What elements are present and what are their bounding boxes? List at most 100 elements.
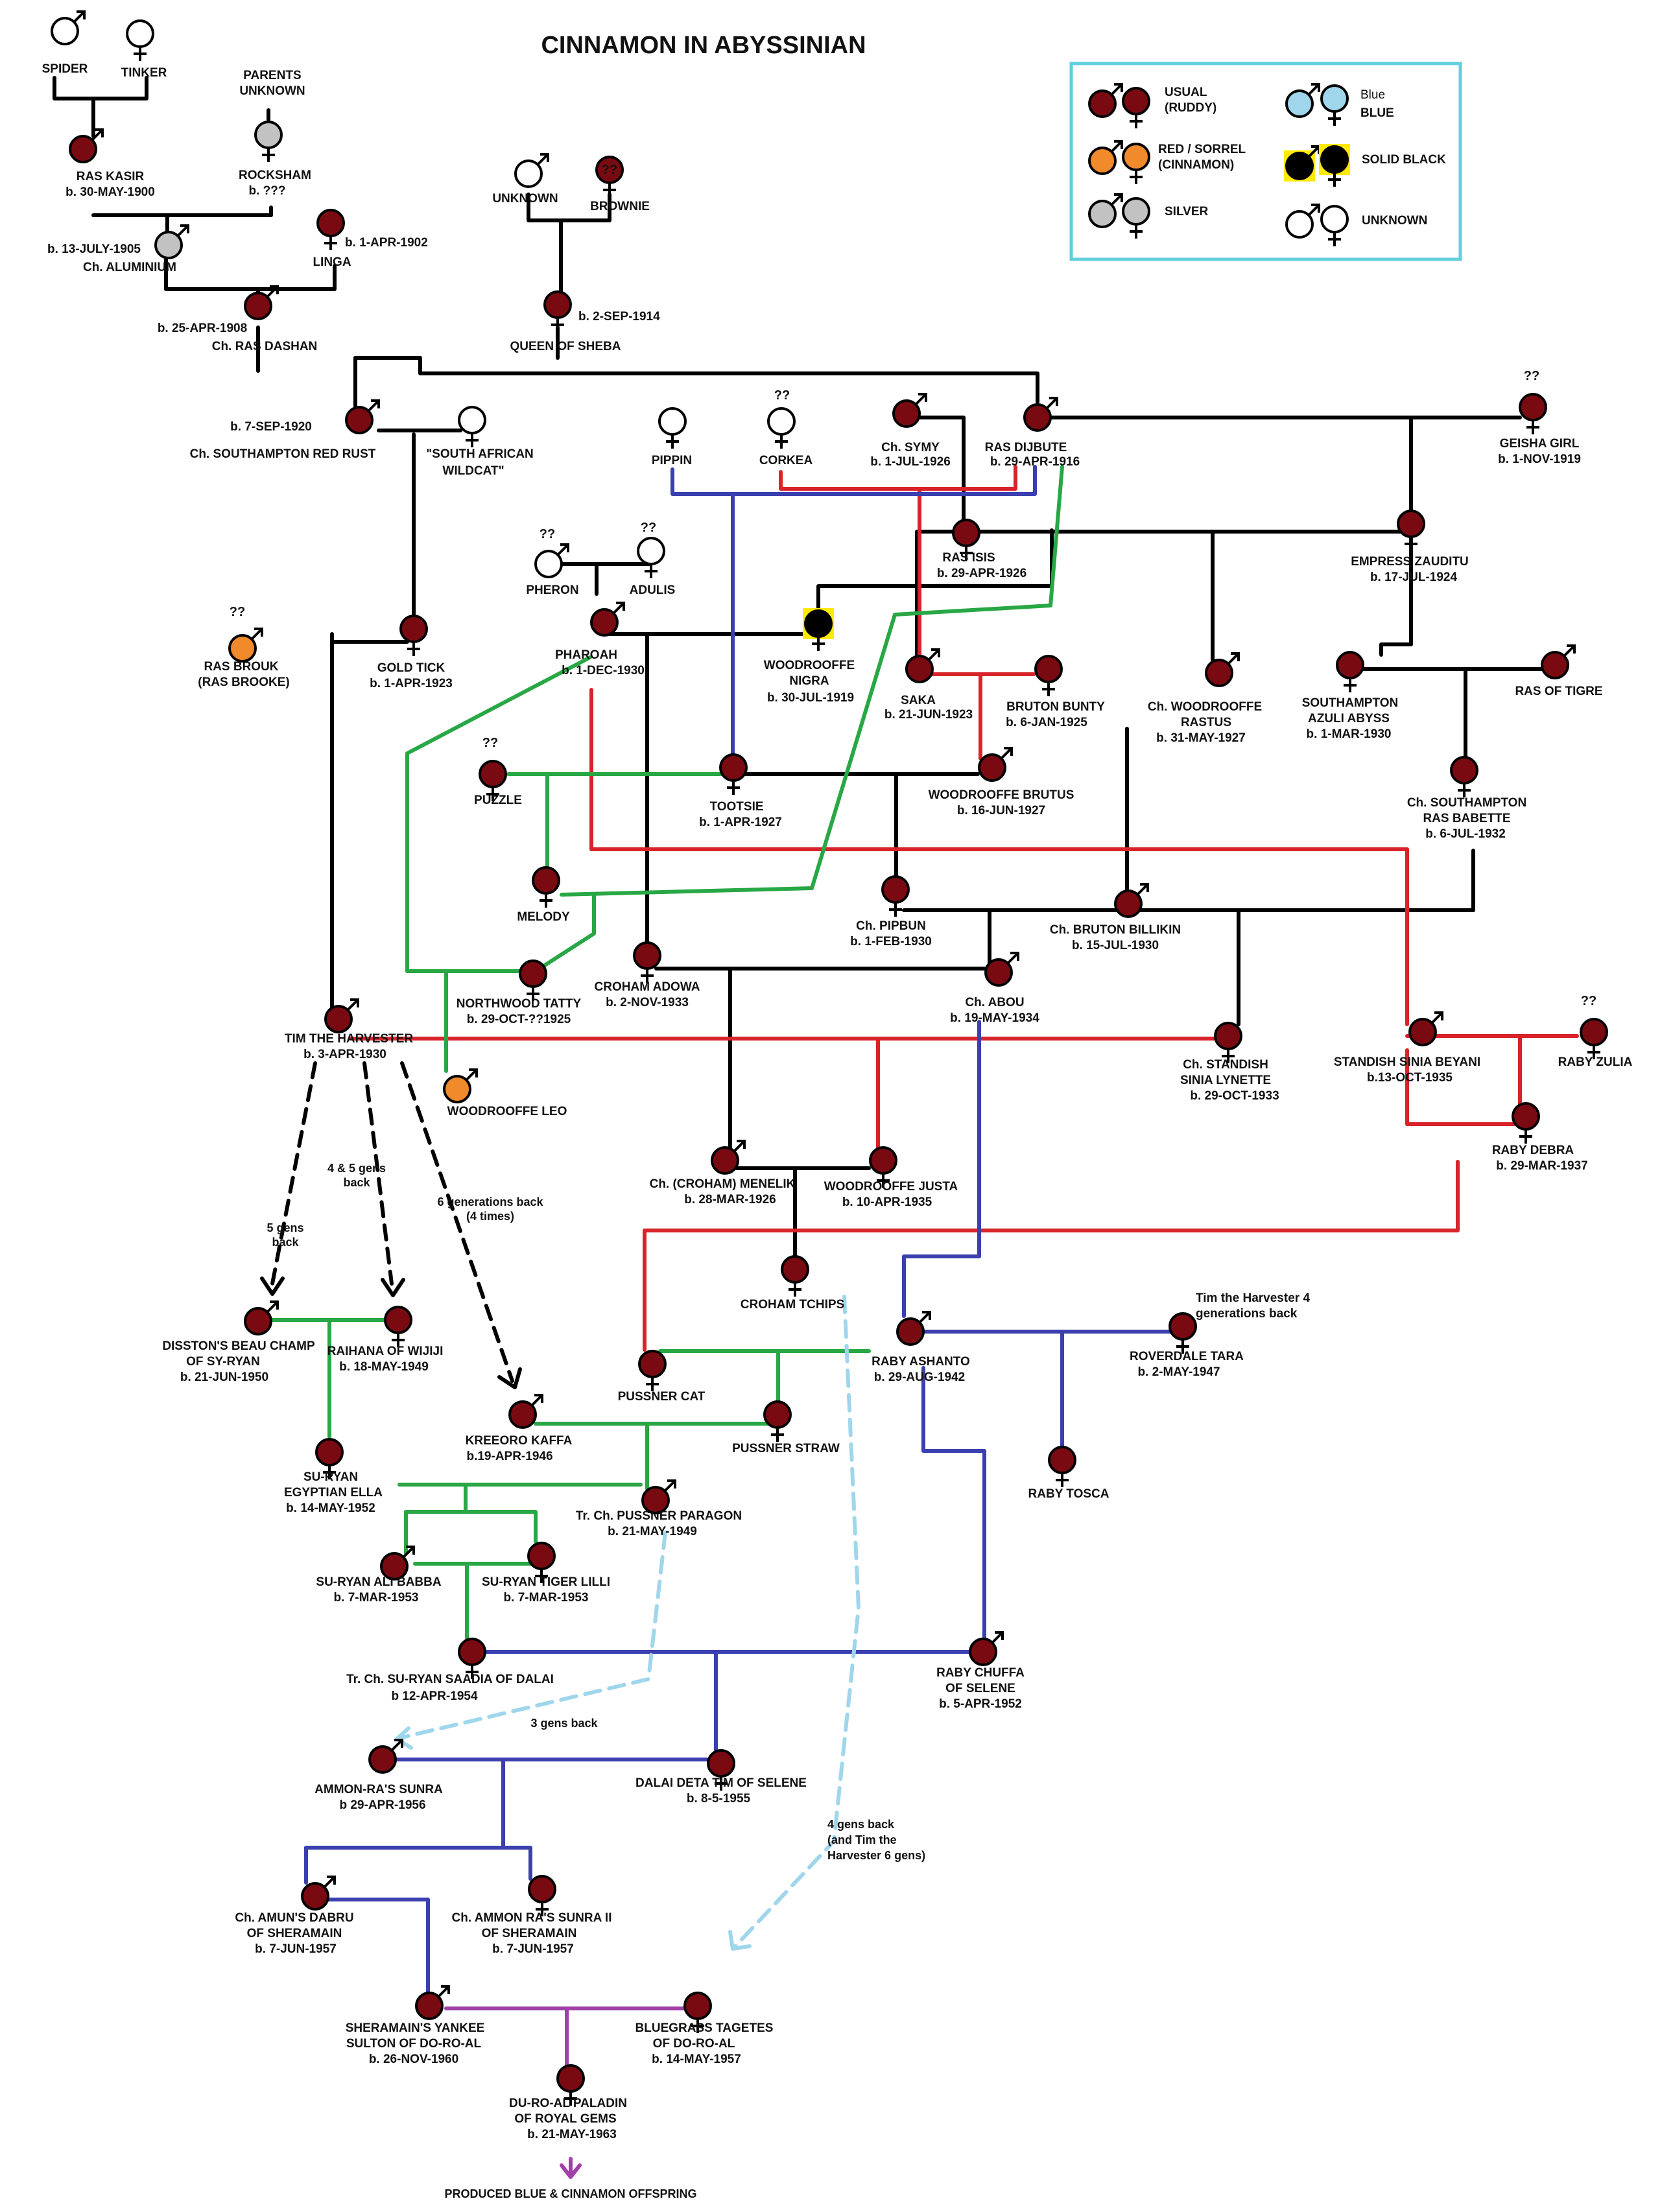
note-produced: PRODUCED BLUE & CINNAMON OFFSPRING — [444, 2187, 696, 2200]
cat-circle — [458, 406, 486, 434]
legend-item-ruddy — [1088, 83, 1150, 128]
cat-label-line: RAS BROUK — [204, 660, 278, 674]
cat-label-line: RAS BABETTE — [1423, 812, 1510, 825]
cat-circle — [978, 753, 1006, 782]
cat-label-line: b. 3-APR-1930 — [303, 1048, 386, 1061]
cat-label-line: BROWNIE — [590, 200, 650, 213]
cat-label-line: RAIHANA OF WIJIJI — [327, 1345, 444, 1358]
cat-circle — [719, 753, 748, 782]
male-arrow — [91, 128, 104, 141]
cat-raby-tosca — [1048, 1446, 1076, 1487]
cat-label-line: TIM THE HARVESTER — [285, 1032, 413, 1046]
male-arrow — [536, 153, 549, 166]
legend-label: SOLID BLACK — [1362, 153, 1446, 167]
legend-label: UNKNOWN — [1362, 214, 1427, 228]
cat-south-african-wildcat — [458, 406, 486, 447]
cat-circle — [984, 958, 1013, 987]
cat-pussner-cat — [638, 1350, 667, 1391]
connector-line — [527, 193, 611, 222]
male-arrow — [1136, 883, 1149, 896]
cat-circle — [508, 1400, 537, 1429]
cat-tim-the-harvester — [324, 998, 359, 1033]
cat-circle — [952, 519, 980, 547]
cat-circle — [301, 1882, 329, 1911]
cat-croham-tchips — [781, 1255, 809, 1297]
cat-label-line: SU-RYAN — [303, 1470, 358, 1484]
male-arrowhead — [534, 1394, 543, 1403]
male-arrowhead — [441, 1985, 450, 1994]
male-arrowhead — [1434, 1011, 1443, 1020]
cat-woodrooffe-justa — [869, 1146, 897, 1188]
unknown-origin-mark: ?? — [482, 736, 498, 750]
cat-label-line: b. 31-MAY-1927 — [1156, 731, 1246, 745]
connector-line — [400, 1061, 514, 1383]
cat-label-line: b. 29-APR-1916 — [990, 455, 1080, 469]
male-arrowhead — [350, 998, 359, 1007]
cat-label-line: b. 29-APR-1926 — [937, 567, 1026, 580]
cat-label-line: PHERON — [526, 583, 578, 597]
cat-label-line: RAS ISIS — [942, 551, 995, 565]
connector-line — [330, 632, 409, 644]
cat-woodrooffe-rastus — [1205, 652, 1240, 687]
cat-circle — [707, 1749, 735, 1778]
male-arrow — [733, 1140, 746, 1153]
cat-label-line: UNKNOWN — [239, 84, 305, 98]
cat-label-line: Ch. (CROHAM) MENELIK — [650, 1177, 796, 1191]
cat-label-line: b. 15-JUL-1930 — [1072, 939, 1159, 952]
cat-label-line: b. 21-JUN-1923 — [884, 708, 973, 722]
cat-label-line: b. 17-JUL-1924 — [1370, 571, 1458, 584]
cat-circle — [479, 760, 507, 788]
cat-label-line: OF SHERAMAIN — [247, 1927, 342, 1940]
cat-label-line: b. 1-APR-1923 — [370, 677, 453, 690]
cat-label-line: WOODROOFFE — [764, 659, 855, 672]
cat-label-line: b. 1-APR-1927 — [699, 816, 782, 829]
cat-label-line: b. 26-NOV-1960 — [369, 2053, 458, 2066]
cat-circle — [527, 1542, 556, 1570]
cat-label-line: b. 28-MAR-1926 — [684, 1193, 776, 1206]
cat-circle — [380, 1552, 409, 1581]
cat-unknown-sire — [514, 153, 549, 188]
connector-line — [733, 1295, 860, 1948]
cat-label-line: b. 29-OCT-1933 — [1190, 1089, 1279, 1103]
cat-label-line: NORTHWOOD TATTY — [457, 997, 582, 1011]
cat-kreeoro-kaffa — [508, 1394, 543, 1429]
connector-line — [362, 1061, 394, 1286]
cat-circle — [69, 135, 97, 163]
cat-circle — [345, 406, 374, 434]
cat-label-line: b. 21-MAY-1949 — [608, 1525, 697, 1538]
cat-tiger-lilli — [527, 1542, 556, 1583]
male-arrowhead — [270, 1300, 279, 1310]
male-arrowhead — [1567, 644, 1576, 653]
cat-label-line: BRUTON BUNTY — [1006, 700, 1105, 714]
cat-sinia-beyani — [1408, 1011, 1443, 1046]
male-arrow — [1110, 140, 1123, 153]
cat-label-line: b.13-OCT-1935 — [1367, 1071, 1453, 1085]
male-arrow — [367, 399, 380, 412]
cat-label-line: PARENTS — [243, 69, 301, 82]
cat-circle — [641, 1486, 670, 1514]
cat-label-line: CROHAM TCHIPS — [741, 1298, 844, 1312]
cat-circle — [1512, 1102, 1540, 1131]
cat-circle — [368, 1745, 397, 1774]
cat-label-line: NIGRA — [789, 674, 829, 688]
cat-label-line: "SOUTH AFRICAN — [426, 447, 534, 461]
cat-circle — [51, 17, 79, 45]
male-arrow — [1110, 83, 1123, 96]
cat-circle — [1320, 205, 1349, 233]
cat-label-line: b. 19-MAY-1934 — [950, 1011, 1039, 1025]
cat-label-line: b. 7-JUN-1957 — [255, 1942, 337, 1956]
connector-line — [91, 206, 273, 217]
cat-su-ryan-egyptian-ella — [315, 1438, 344, 1479]
cat-bruton-billikin — [1114, 883, 1149, 918]
connector-line — [643, 1160, 1460, 1352]
cat-label-line: b. 2-MAY-1947 — [1137, 1365, 1220, 1379]
cat-label-line: b. 1-JUL-1926 — [870, 455, 951, 469]
cat-label-line: b 29-APR-1956 — [339, 1798, 425, 1812]
legend-item-red — [1088, 140, 1150, 184]
cat-label-line: b. 14-MAY-1957 — [652, 2053, 741, 2066]
cat-geisha-girl — [1519, 393, 1547, 434]
cat-sinia-lynette — [1214, 1022, 1242, 1063]
connector-line — [670, 465, 1037, 496]
cat-label-line: b. 10-APR-1935 — [842, 1195, 932, 1209]
